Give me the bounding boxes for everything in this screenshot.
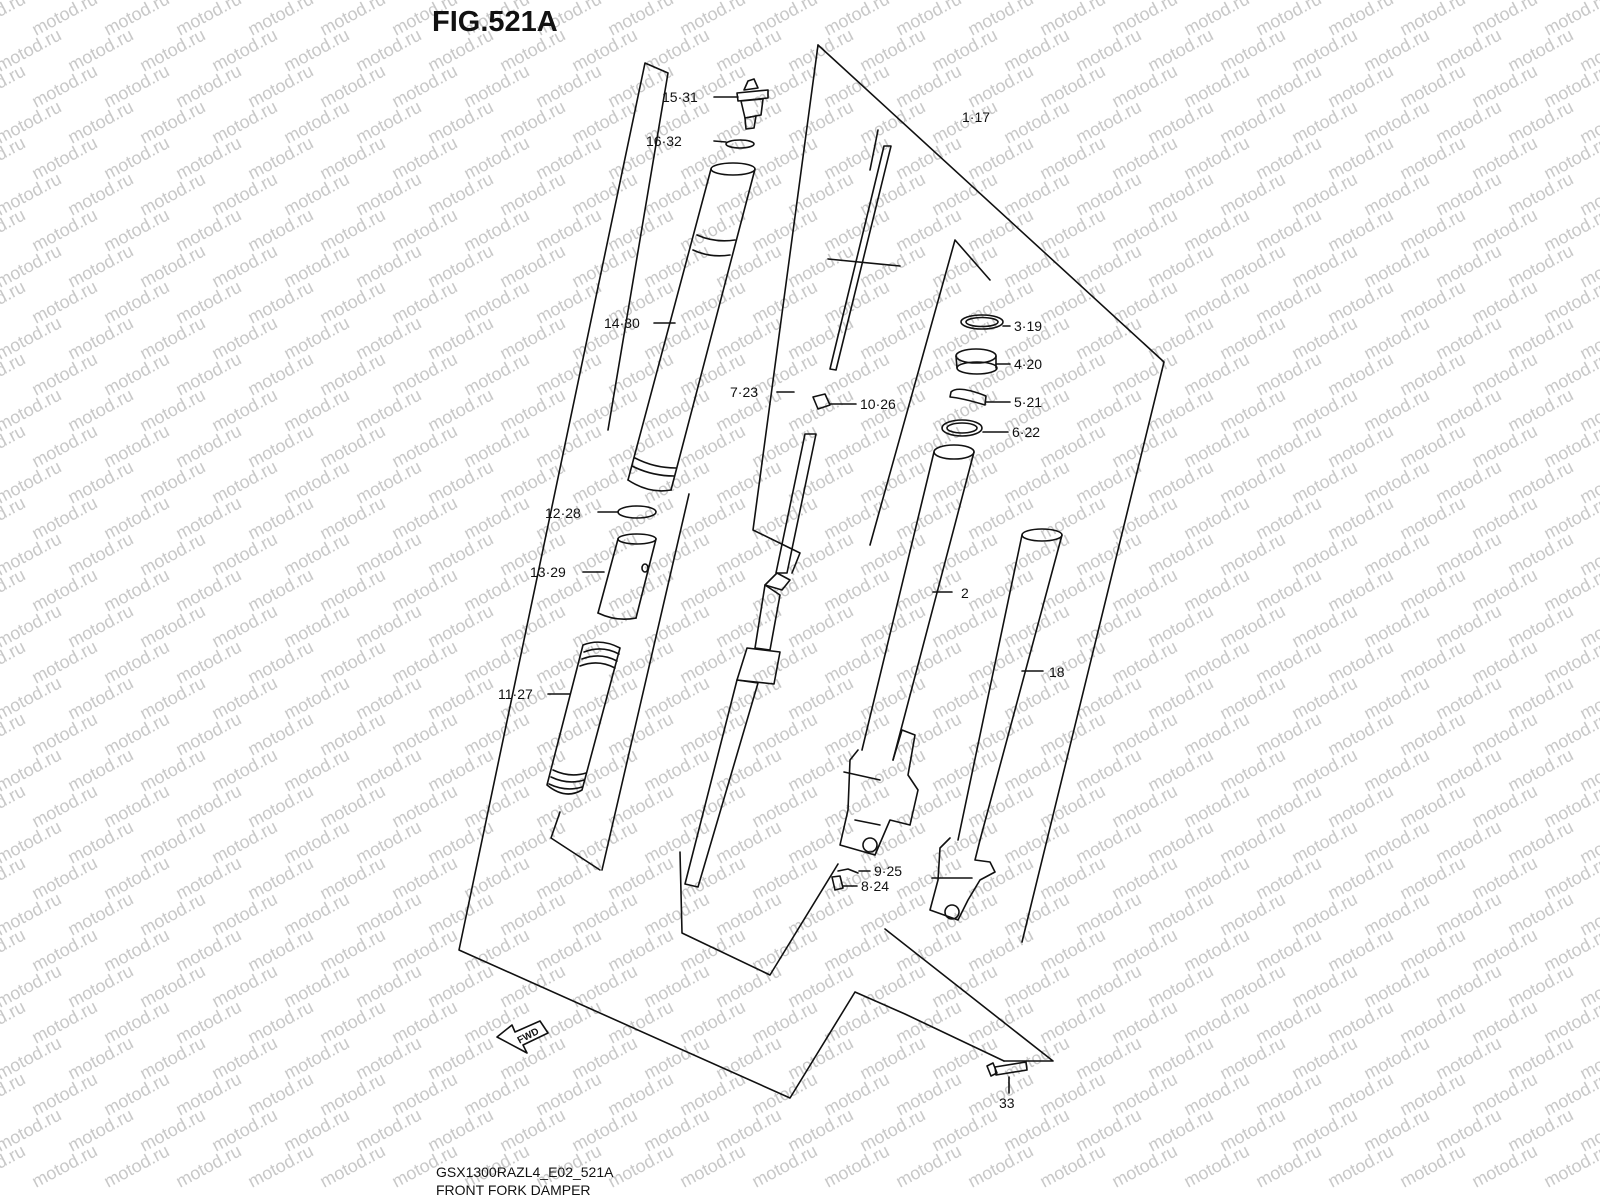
middle-group-outline-2	[869, 129, 879, 171]
part-fork-spring	[546, 641, 621, 795]
figure-name: FRONT FORK DAMPER	[436, 1182, 591, 1198]
callout-14-30: 14·30	[604, 315, 640, 331]
callout-8-24: 8·24	[861, 878, 889, 894]
callout-7-23: 7·23	[730, 384, 758, 400]
callout-6-22: 6·22	[1012, 424, 1040, 440]
part-left-fork-leg	[839, 444, 975, 856]
part-outer-tube	[627, 162, 756, 492]
left-group-outline-2	[601, 493, 690, 871]
part-slide-ring	[617, 505, 657, 519]
callout-4-20: 4·20	[1014, 356, 1042, 372]
part-o-ring	[725, 139, 755, 149]
callout-10-26: 10·26	[860, 396, 896, 412]
part-slide-bushing	[597, 533, 657, 620]
part-fork-cap-bolt	[736, 78, 769, 130]
callout-labels: 15·31 16·32 1·17 14·30 3·19 4·20 7·23 5·…	[498, 89, 1065, 1111]
part-retaining-clip	[949, 388, 987, 406]
callout-13-29: 13·29	[530, 564, 566, 580]
callout-33: 33	[999, 1095, 1015, 1111]
callout-5-21: 5·21	[1014, 394, 1042, 410]
part-seal-stopper	[960, 314, 1004, 330]
callout-11-27: 11·27	[498, 686, 533, 702]
part-drain-screw	[831, 875, 844, 891]
part-lock-nut	[812, 393, 831, 410]
callout-12-28: 12·28	[545, 505, 581, 521]
callout-15-31: 15·31	[662, 89, 698, 105]
left-group-outline	[550, 811, 601, 871]
part-damper-cartridge	[684, 145, 892, 888]
callout-1-17: 1·17	[962, 109, 990, 125]
part-dust-seal	[955, 348, 998, 375]
middle-group-outline	[752, 44, 819, 574]
figure-title: FIG.521A	[432, 6, 558, 38]
part-axle-pinch-bolt	[986, 1061, 1028, 1077]
assembly-outline-right	[817, 44, 1165, 943]
middle-group-outline-3	[827, 258, 901, 267]
callout-18: 18	[1049, 664, 1065, 680]
callout-2: 2	[961, 585, 969, 601]
right-group-outline	[869, 239, 991, 546]
part-bleed-spring	[837, 868, 859, 874]
part-right-fork-leg	[929, 528, 1063, 921]
assembly-outline	[458, 62, 1005, 1099]
part-oil-seal	[941, 419, 983, 437]
model-code: GSX1300RAZL4_E02_521A	[436, 1164, 614, 1180]
callout-3-19: 3·19	[1014, 318, 1042, 334]
fwd-arrow-icon: FWD	[496, 1020, 549, 1054]
middle-group-outline-4	[679, 851, 839, 976]
callout-16-32: 16·32	[646, 133, 682, 149]
callout-9-25: 9·25	[874, 863, 902, 879]
right-group-outline-2	[884, 928, 1054, 1062]
